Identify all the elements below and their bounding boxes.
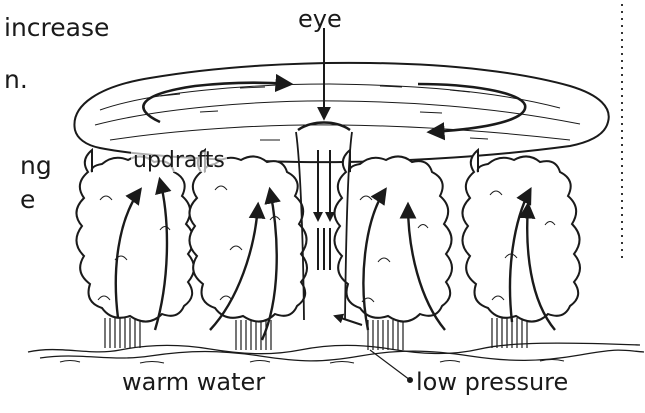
low-pressure-label: low pressure (416, 370, 568, 394)
updrafts-label: updrafts (131, 150, 227, 172)
low-pressure-leader (370, 350, 413, 383)
cropped-text-line-1: increase (4, 15, 109, 40)
cropped-text-line-4: e (20, 187, 35, 212)
cloud-columns (76, 150, 580, 322)
cropped-text-line-3: ng (20, 153, 52, 178)
inflow-arrow (335, 316, 362, 325)
eye-label: eye (298, 7, 342, 31)
warm-water-label: warm water (122, 370, 265, 394)
descending-arrows (318, 150, 330, 270)
cropped-text-line-2: n. (4, 67, 28, 92)
